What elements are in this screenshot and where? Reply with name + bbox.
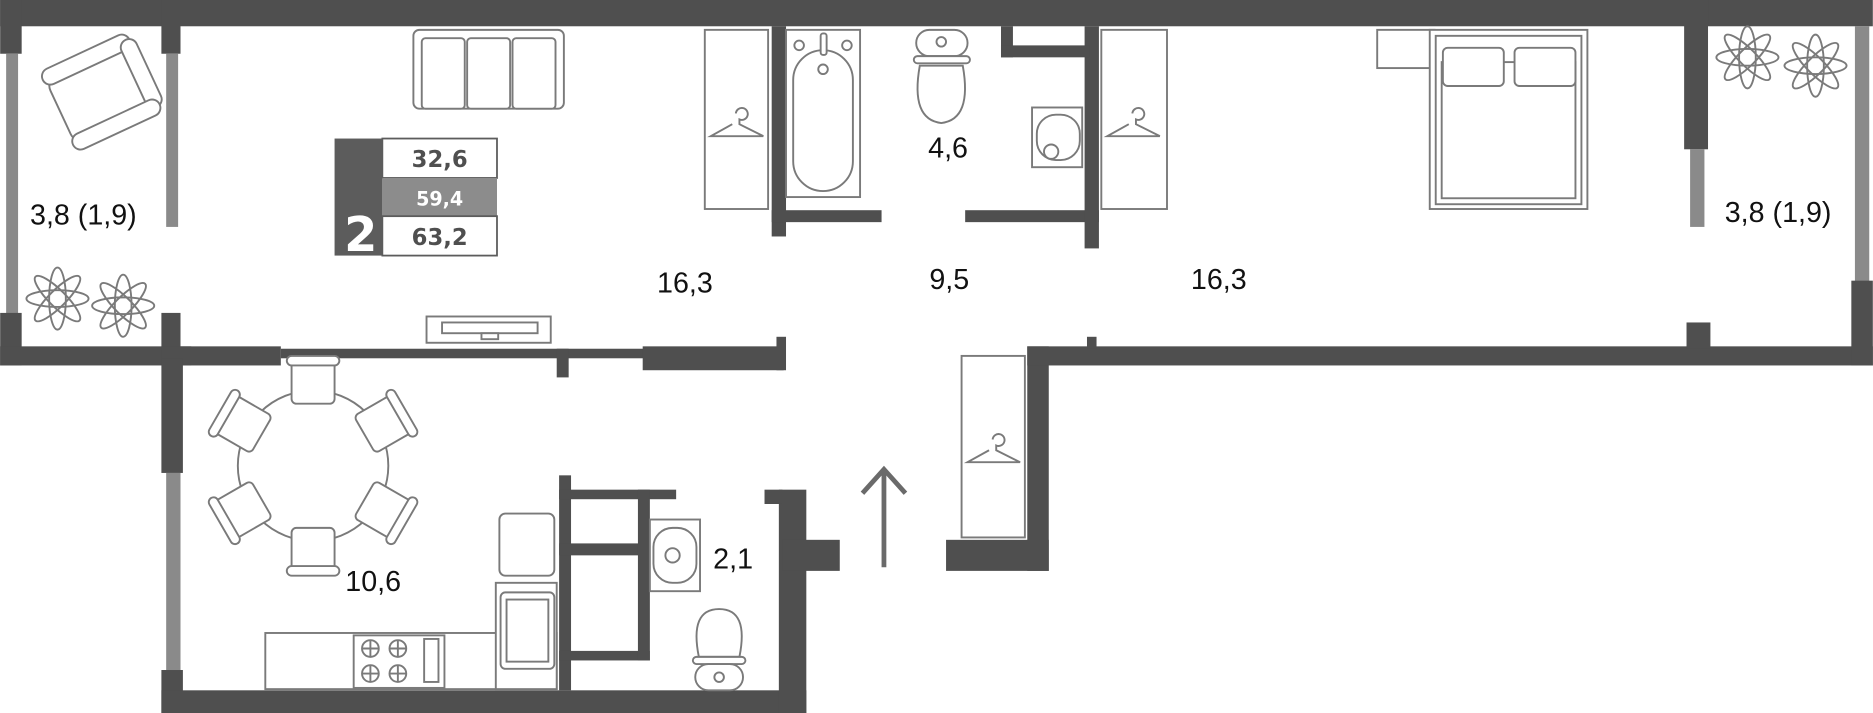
wardrobe-icon (960, 354, 1026, 539)
total-with-balconies: 63,2 (412, 225, 468, 251)
wardrobe-icon (1100, 28, 1168, 210)
balcony-left-area: 3,8 (1,9) (30, 200, 137, 232)
living-area: 32,6 (412, 147, 468, 173)
toilet-icon (912, 28, 971, 124)
kitchen-area: 10,6 (345, 566, 401, 598)
bed-icon (1428, 28, 1589, 210)
toilet-area: 2,1 (713, 543, 753, 575)
arrow-up-icon (860, 465, 908, 568)
plant-icon (25, 266, 90, 331)
nightstand-icon (1376, 28, 1436, 70)
bathroom-area: 4,6 (928, 133, 968, 165)
plant-icon (1715, 25, 1780, 90)
plant-icon (91, 273, 156, 338)
fridge-icon (498, 512, 556, 577)
total-area: 59,4 (416, 187, 463, 210)
balcony-right-area: 3,8 (1,9) (1725, 197, 1832, 229)
plant-icon (1783, 33, 1848, 98)
sink-icon (1031, 106, 1084, 169)
sofa-icon (412, 28, 565, 110)
area-badge: 2 32,6 59,4 63,2 (334, 137, 498, 263)
tv-stand-icon (425, 315, 552, 344)
wardrobe-icon (703, 28, 770, 210)
armchair-icon (40, 33, 163, 151)
hallway-area: 9,5 (929, 264, 969, 296)
sink-icon (648, 518, 701, 593)
living-room-area: 16,3 (657, 268, 713, 300)
dining-table-icon (207, 354, 419, 577)
bedroom-area: 16,3 (1191, 264, 1247, 296)
toilet-icon (691, 608, 747, 692)
stove-icon (352, 634, 446, 689)
bathtub-icon (785, 28, 862, 199)
rooms-count: 2 (344, 208, 377, 263)
